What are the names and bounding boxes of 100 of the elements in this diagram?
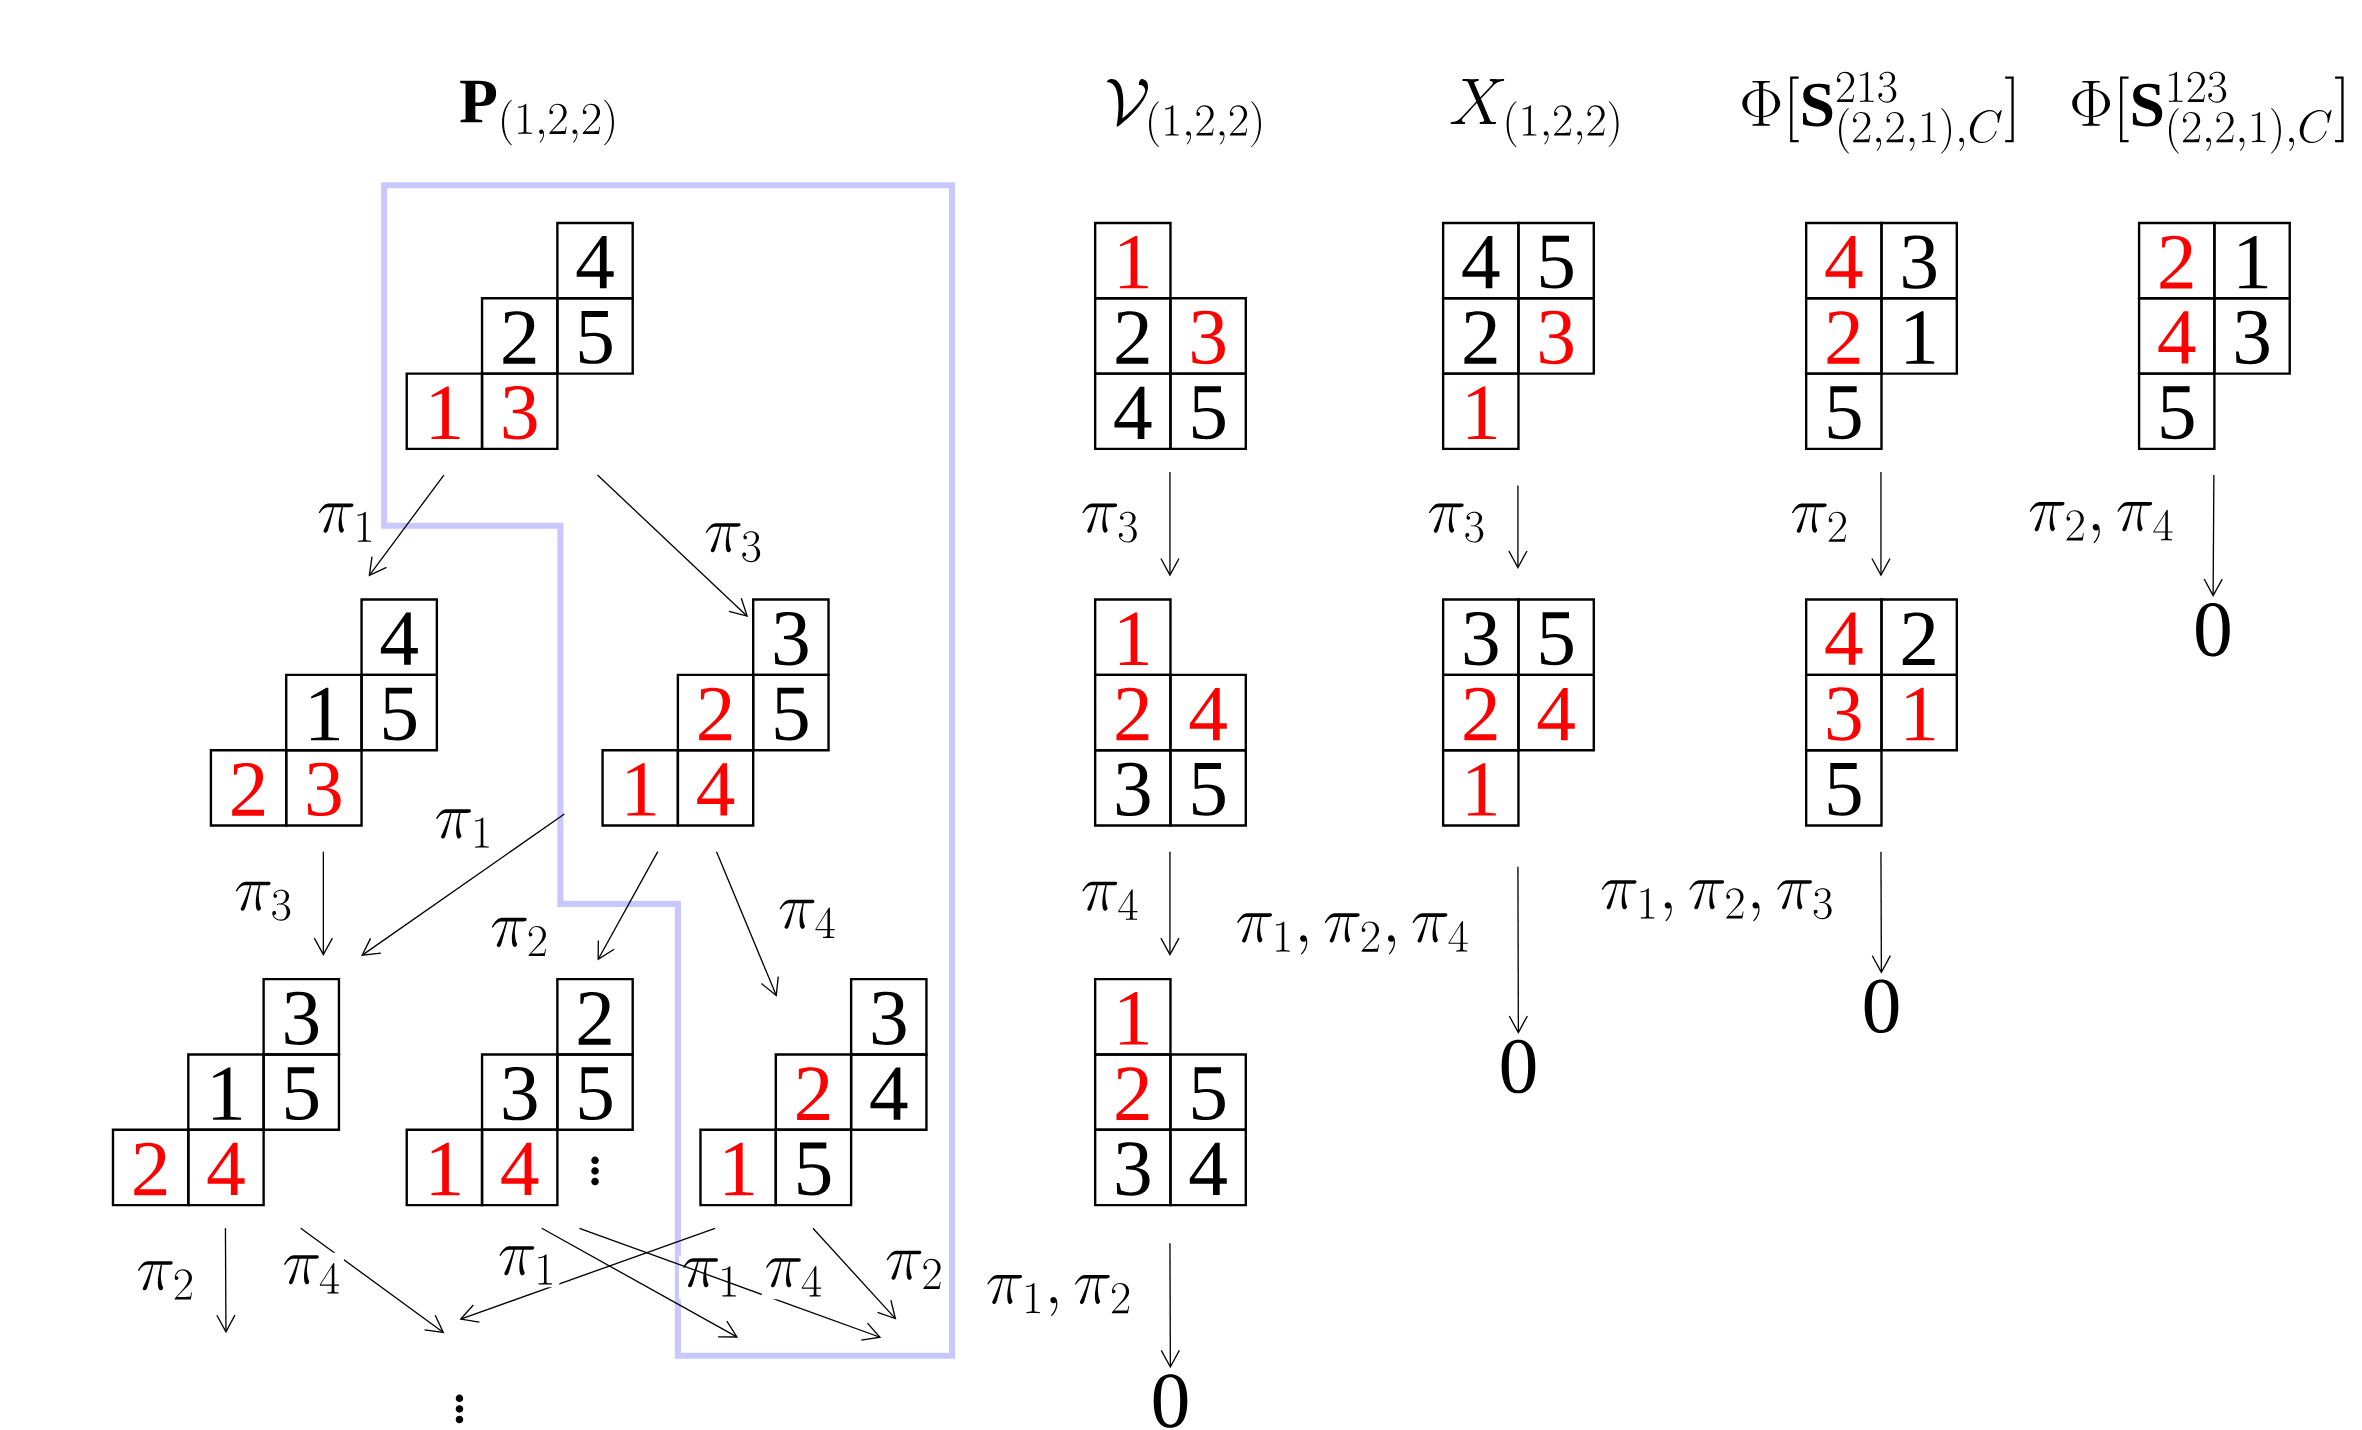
- node-label: 3: [503, 386, 537, 440]
- node-label: 1: [1906, 311, 1935, 364]
- node-label: 1: [213, 1067, 242, 1121]
- node-label: 5: [383, 687, 416, 741]
- edge-label: $\pi_4$: [761, 1255, 826, 1300]
- young-tableau: 4 2 3 1 5: [1805, 598, 1958, 827]
- ellipsis-dots: $\vdots$: [455, 1394, 464, 1424]
- node-label: 2: [503, 311, 536, 364]
- node-label: 1: [725, 1142, 754, 1196]
- node-label: 5: [1540, 612, 1573, 666]
- arrow: [1508, 485, 1528, 570]
- arrow: [597, 851, 659, 961]
- arrow: [596, 474, 749, 618]
- young-tableau: 3 2 4 1 5: [699, 978, 928, 1207]
- young-tableau: 4 2 5 1 3: [405, 222, 634, 451]
- edge-label: $\pi_2, \pi_4$: [2025, 499, 2178, 547]
- arrow: [368, 474, 445, 577]
- arrow: [216, 1227, 236, 1334]
- node-label: 4: [870, 1067, 908, 1121]
- node-label: 4: [1189, 1143, 1227, 1196]
- arrow: [361, 813, 566, 957]
- node-label: 4: [1825, 612, 1863, 666]
- node-label: 1: [1119, 236, 1148, 289]
- node-label: 5: [775, 687, 808, 741]
- node-label: 1: [431, 1142, 460, 1196]
- node-label: 5: [286, 1067, 319, 1121]
- node-label: 2: [2160, 236, 2193, 289]
- edge-label: $\pi_3$: [701, 520, 766, 565]
- edge-label: $\pi_3$: [231, 879, 296, 923]
- node-label: 1: [627, 763, 656, 816]
- column-heading: $X_{(1,2,2)}$: [1450, 79, 1619, 148]
- zero-value: 0: [1864, 979, 1899, 1034]
- node-label: 5: [798, 1142, 831, 1196]
- column-heading: $\Phi[\mathbf{S}^{123}_{(2,2,1),C}]$: [2072, 71, 2344, 154]
- edge-label: $\pi_2$: [487, 915, 552, 959]
- edge-label: $\pi_3$: [1078, 501, 1143, 545]
- node-label: 1: [1119, 992, 1148, 1045]
- node-label: 5: [2161, 386, 2194, 440]
- node-label: 2: [134, 1142, 167, 1196]
- edge-label: $\pi_1, \pi_2$: [983, 1272, 1135, 1319]
- node-label: 3: [774, 612, 808, 666]
- node-label: 4: [207, 1143, 245, 1196]
- edge-label: $\pi_1, \pi_2, \pi_3$: [1597, 877, 1838, 925]
- node-label: 4: [1114, 386, 1152, 440]
- node-label: 2: [1464, 687, 1497, 741]
- young-tableau: 3 5 2 4 1: [1441, 598, 1595, 827]
- arrow: [1508, 866, 1528, 1035]
- edge-label: $\pi_1, \pi_2, \pi_4$: [1232, 910, 1473, 958]
- node-label: 5: [1540, 235, 1573, 289]
- node-label: 2: [1116, 311, 1149, 364]
- node-label: 5: [1828, 386, 1861, 440]
- edge-label: $\pi_1$: [495, 1243, 560, 1288]
- node-label: 5: [579, 311, 612, 365]
- edge-label: $\pi_3$: [1424, 501, 1489, 545]
- node-label: 2: [797, 1067, 829, 1121]
- young-tableau: 1 2 4 3 5: [1093, 598, 1247, 827]
- edge-label: $\pi_2$: [133, 1258, 198, 1303]
- arrow: [1871, 471, 1891, 577]
- node-label: 4: [380, 612, 418, 666]
- node-label: 2: [1827, 311, 1860, 364]
- edge-label: $\pi_2$: [1787, 501, 1852, 545]
- node-label: 4: [501, 1143, 539, 1196]
- column-heading: $\mathbf{P}_{(1,2,2)}$: [460, 80, 614, 146]
- node-label: 5: [579, 1067, 612, 1121]
- node-label: 1: [1906, 688, 1935, 741]
- node-label: 2: [1464, 311, 1497, 364]
- node-label: 3: [1116, 762, 1150, 817]
- node-label: 1: [431, 386, 460, 440]
- node-label: 3: [1827, 687, 1861, 741]
- arrow: [2203, 474, 2223, 598]
- edge-label: $\pi_4$: [1078, 879, 1143, 923]
- node-label: 1: [1467, 386, 1496, 440]
- edge-label: $\pi_4$: [279, 1252, 344, 1297]
- node-label: 3: [503, 1067, 537, 1121]
- node-label: 2: [1116, 687, 1149, 741]
- node-label: 1: [1467, 763, 1496, 816]
- node-label: 5: [1192, 386, 1225, 440]
- young-tableau: 4 3 2 1 5: [1805, 222, 1958, 451]
- node-label: 2: [232, 763, 265, 816]
- node-label: 2: [699, 687, 732, 741]
- node-label: 5: [1828, 763, 1861, 816]
- young-tableau: 4 5 2 3 1: [1441, 222, 1595, 451]
- node-label: 3: [2236, 310, 2269, 365]
- arrow: [812, 1227, 897, 1320]
- node-label: 1: [1119, 612, 1148, 666]
- node-label: 4: [2158, 311, 2196, 364]
- young-tableau: 2 1 4 3 5: [2137, 222, 2291, 451]
- edge-label: $\pi_1$: [314, 501, 379, 545]
- arrow: [300, 1227, 445, 1334]
- node-label: 2: [1116, 1067, 1149, 1121]
- node-label: 4: [1189, 688, 1227, 741]
- zero-value: 0: [1153, 1374, 1188, 1428]
- arrow: [459, 1227, 716, 1323]
- arrow: [1160, 1242, 1180, 1369]
- node-label: 1: [311, 688, 339, 741]
- arrow: [578, 1227, 882, 1341]
- young-tableau: 1 2 3 4 5: [1093, 222, 1247, 451]
- edge-label: $\pi_2$: [882, 1248, 947, 1292]
- young-tableau: 1 2 5 3 4: [1093, 978, 1247, 1207]
- arrow: [715, 851, 779, 997]
